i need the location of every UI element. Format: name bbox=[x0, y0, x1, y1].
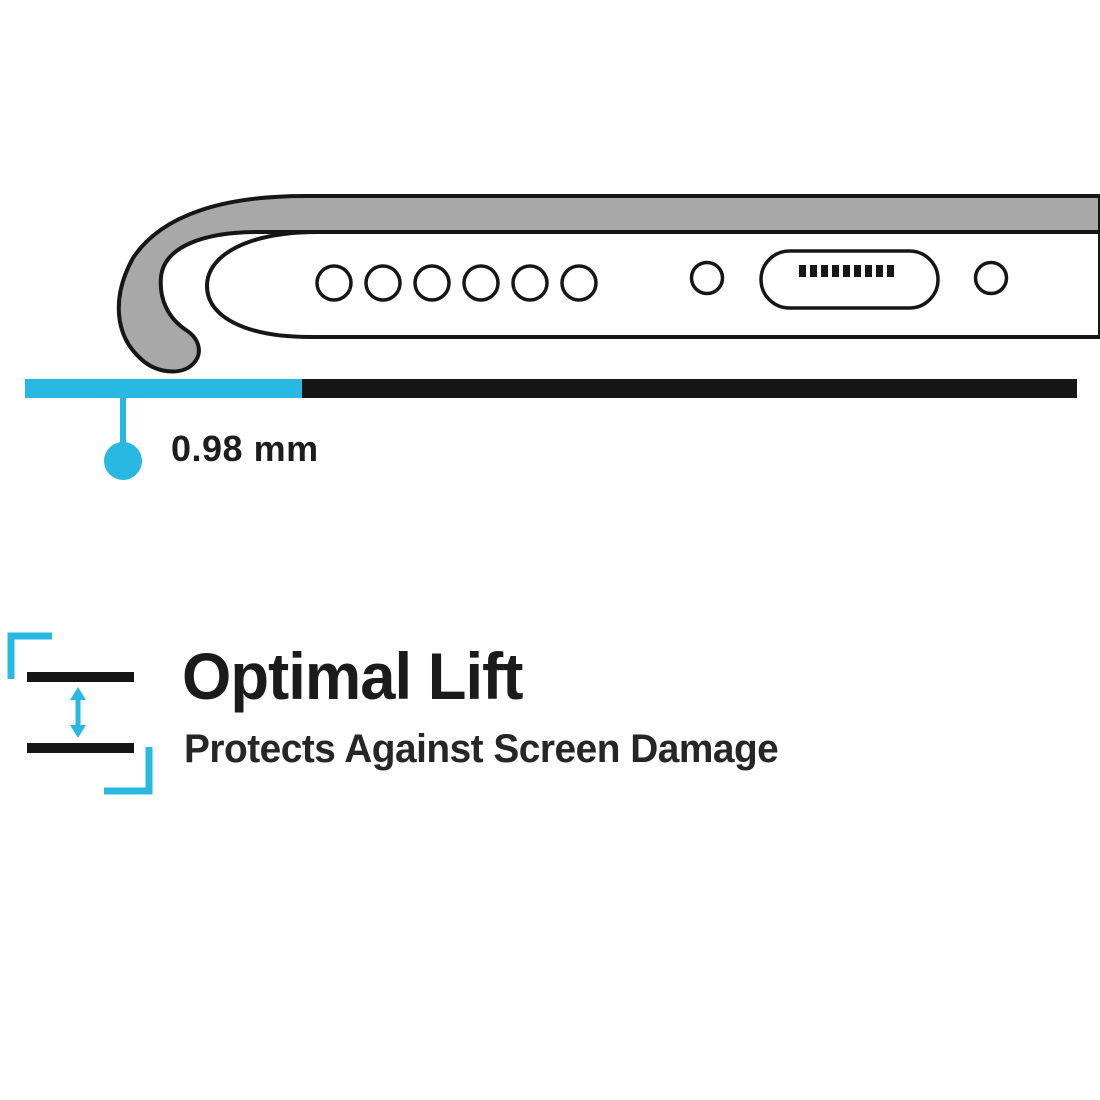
surface-bar-black bbox=[302, 379, 1077, 398]
charging-port-pins bbox=[799, 265, 894, 277]
lift-icon-arrow-down-head bbox=[70, 725, 86, 738]
charging-port bbox=[759, 249, 940, 310]
lift-icon-bracket-top-left bbox=[7, 632, 52, 679]
speaker-holes bbox=[315, 264, 598, 302]
speaker-hole bbox=[511, 264, 549, 302]
speaker-hole bbox=[315, 264, 353, 302]
feature-title: Optimal Lift bbox=[182, 639, 523, 713]
lift-measurement-label: 0.98 mm bbox=[171, 428, 319, 469]
screw-hole bbox=[689, 260, 725, 296]
lift-icon-bracket-bottom-right bbox=[104, 747, 153, 795]
lift-icon-bottom-surface bbox=[27, 743, 134, 753]
speaker-hole bbox=[560, 264, 598, 302]
surface-bar-cyan bbox=[25, 379, 302, 398]
lift-icon-top-surface bbox=[27, 672, 134, 682]
speaker-hole bbox=[364, 264, 402, 302]
speaker-hole bbox=[462, 264, 500, 302]
lift-icon bbox=[7, 632, 153, 795]
measurement-dot bbox=[104, 442, 142, 480]
screw-hole bbox=[973, 260, 1009, 296]
feature-subtitle: Protects Against Screen Damage bbox=[184, 727, 779, 771]
lift-icon-arrow-up-head bbox=[70, 687, 86, 700]
speaker-hole bbox=[413, 264, 451, 302]
measurement-line bbox=[120, 398, 126, 446]
